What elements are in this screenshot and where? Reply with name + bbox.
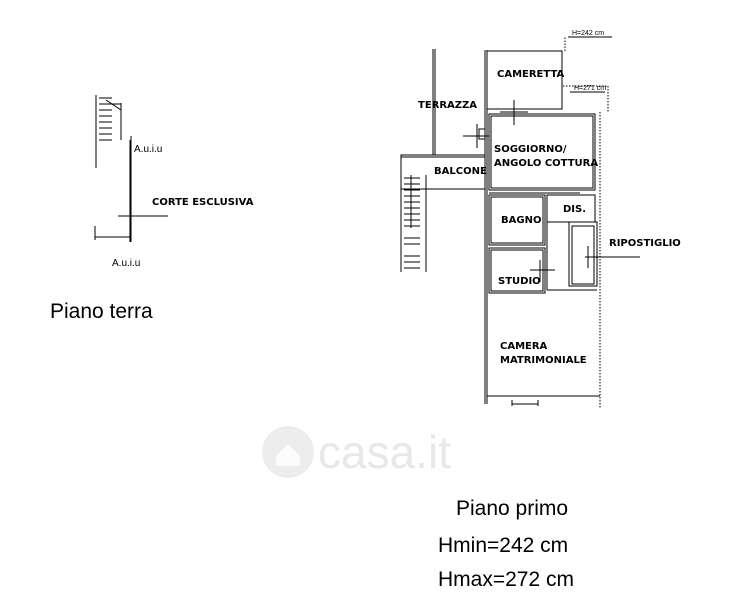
height-tag-top: H=242 cm xyxy=(572,30,604,37)
hmax-label: Hmax=272 cm xyxy=(438,568,574,591)
room-bagno: BAGNO xyxy=(501,215,541,226)
watermark: casa.it xyxy=(262,426,451,478)
ground-floor-title: Piano terra xyxy=(50,300,153,323)
room-ripostiglio: RIPOSTIGLIO xyxy=(609,238,681,249)
room-soggiorno-line2: ANGOLO COTTURA xyxy=(494,158,598,169)
watermark-text: casa.it xyxy=(318,426,451,478)
ground-stair xyxy=(95,95,122,168)
ground-floor-plan xyxy=(94,95,168,242)
first-floor-stair xyxy=(404,175,420,269)
aui-bottom-label: A.u.i.u xyxy=(112,258,140,269)
first-floor-title: Piano primo xyxy=(456,497,569,520)
height-tag-mid: H=271 cm xyxy=(574,85,606,92)
room-cameretta: CAMERETTA xyxy=(497,69,564,80)
hmin-label: Hmin=242 cm xyxy=(438,534,569,557)
room-camera-line2: MATRIMONIALE xyxy=(500,355,587,366)
room-soggiorno-line1: SOGGIORNO/ xyxy=(494,144,567,155)
room-balcone: BALCONE xyxy=(434,166,487,177)
first-floor-plan xyxy=(400,36,640,408)
aui-top-label: A.u.i.u xyxy=(134,144,162,155)
corte-esclusiva-label: CORTE ESCLUSIVA xyxy=(152,197,254,208)
room-camera-line1: CAMERA xyxy=(500,341,548,352)
room-terrazza: TERRAZZA xyxy=(418,100,477,111)
room-studio: STUDIO xyxy=(498,276,541,287)
room-dis: DIS. xyxy=(563,204,586,215)
